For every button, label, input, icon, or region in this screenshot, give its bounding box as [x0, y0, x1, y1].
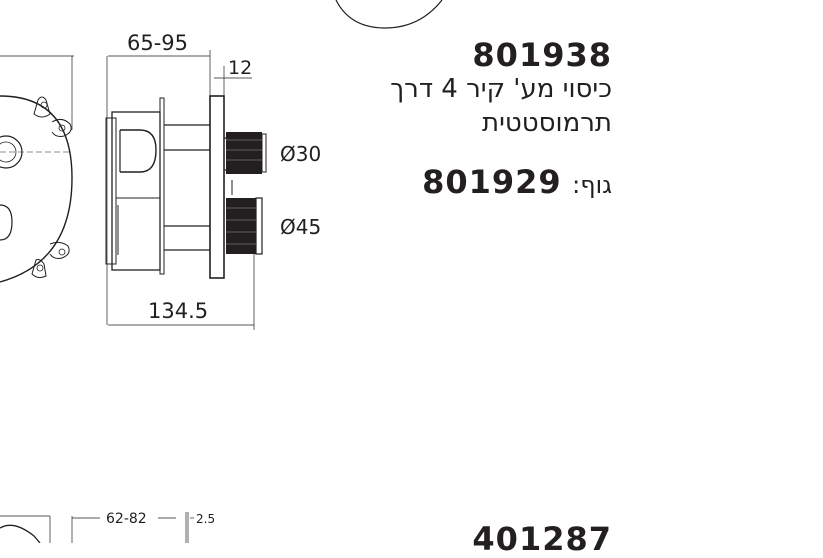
dim-d30: Ø30 [280, 142, 321, 166]
cover-plate-side [209, 95, 225, 279]
dim-d45: Ø45 [280, 215, 321, 239]
body-code-row: גוף: 801929 [422, 163, 612, 201]
front-cover-plate [0, 95, 73, 283]
body-label: גוף: [572, 171, 612, 199]
dim-12: 12 [228, 57, 252, 79]
technical-drawing: 65-95 12 Ø30 Ø45 134.5 62-82 2.5 [0, 0, 443, 543]
product-description-line1: כיסוי מע' קיר 4 דרך [390, 74, 612, 104]
front-upper-knob [0, 135, 23, 169]
next-product-code: 401287 [472, 520, 612, 558]
next-front-plate [0, 524, 41, 543]
product-description-line2: תרמוסטטית [482, 108, 612, 138]
mounting-flange [159, 97, 165, 275]
knob-large-knurled [226, 198, 256, 254]
body-code: 801929 [422, 163, 562, 201]
circle-fragment-top [335, 0, 443, 29]
front-lower-knob [0, 204, 13, 241]
next-dim-2-5: 2.5 [196, 512, 215, 526]
knob-small-knurled [226, 132, 262, 174]
dim-134-5: 134.5 [148, 299, 208, 323]
next-dim-62-82: 62-82 [106, 511, 147, 527]
product-code: 801938 [472, 36, 612, 74]
valve-cartridge [120, 129, 157, 173]
dim-65-95: 65-95 [127, 31, 188, 55]
